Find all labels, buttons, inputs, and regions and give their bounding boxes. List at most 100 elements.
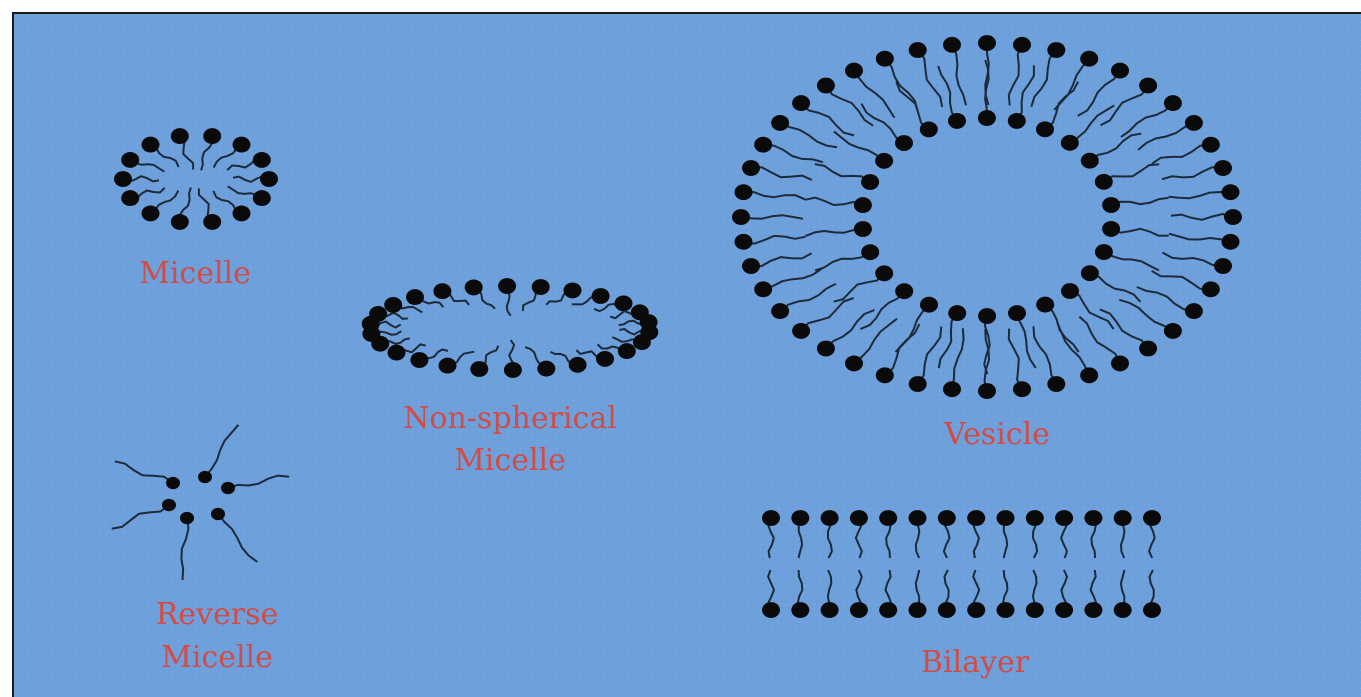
hydrophilic-head [171,128,189,144]
hydrophilic-head [410,352,428,368]
hydrophilic-head [861,174,879,190]
hydrophilic-head [967,510,985,526]
hydrophilic-head [1202,281,1220,297]
hydrophilic-head [640,314,658,330]
hydrophilic-head [1061,283,1079,299]
hydrophilic-head [875,153,893,169]
hydrophilic-head [909,602,927,618]
hydrophilic-head [221,482,235,494]
hydrophilic-head [615,295,633,311]
hydrophilic-head [1222,234,1240,250]
hydrophilic-head [1008,113,1026,129]
hydrophilic-head [762,602,780,618]
hydrophilic-head [742,258,760,274]
hydrophilic-head [369,306,387,322]
hydrophilic-head [1111,63,1129,79]
hydrophilic-head [1084,602,1102,618]
hydrophilic-head [618,343,636,359]
hydrophilic-head [384,297,402,313]
hydrophilic-head [850,602,868,618]
hydrophilic-head [978,383,996,399]
hydrophilic-head [1111,355,1129,371]
hydrophilic-head [895,135,913,151]
hydrophilic-head [203,128,221,144]
hydrophilic-head [978,110,996,126]
hydrophilic-head [211,508,225,520]
hydrophilic-head [821,602,839,618]
hydrophilic-head [1013,37,1031,53]
hydrophilic-head [920,121,938,137]
micelle-label: Micelle [139,256,251,291]
hydrophilic-head [1214,160,1232,176]
non-spherical-micelle-label-line1: Non-spherical [403,401,617,436]
hydrophilic-head [1055,510,1073,526]
hydrophilic-head [1214,258,1232,274]
hydrophilic-head [569,357,587,373]
hydrophilic-head [909,42,927,58]
hydrophilic-head [260,171,278,187]
hydrophilic-head [1084,510,1102,526]
hydrophilic-head [735,234,753,250]
hydrophilic-head [121,190,139,206]
bilayer-label: Bilayer [921,645,1030,680]
non-spherical-micelle-label-line2: Micelle [454,443,566,478]
hydrophilic-head [1139,341,1157,357]
hydrophilic-head [537,361,555,377]
hydrophilic-head [180,512,194,524]
hydrophilic-head [1164,323,1182,339]
hydrophilic-head [876,51,894,67]
hydrophilic-head [732,209,750,225]
hydrophilic-head [1102,221,1120,237]
background-texture [14,14,1361,697]
hydrophilic-head [909,510,927,526]
hydrophilic-head [909,376,927,392]
hydrophilic-head [948,305,966,321]
hydrophilic-head [742,160,760,176]
hydrophilic-head [861,244,879,260]
hydrophilic-head [1008,305,1026,321]
hydrophilic-head [1081,153,1099,169]
hydrophilic-head [233,137,251,153]
hydrophilic-head [879,602,897,618]
hydrophilic-head [978,35,996,51]
hydrophilic-head [1026,602,1044,618]
hydrophilic-head [504,362,522,378]
hydrophilic-head [406,289,424,305]
hydrophilic-head [1095,244,1113,260]
hydrophilic-head [633,334,651,350]
hydrophilic-head [1080,51,1098,67]
hydrophilic-head [938,510,956,526]
hydrophilic-head [1185,303,1203,319]
hydrophilic-head [1102,197,1120,213]
vesicle-label: Vesicle [943,417,1050,452]
hydrophilic-head [532,279,550,295]
hydrophilic-head [1047,42,1065,58]
hydrophilic-head [596,351,614,367]
hydrophilic-head [943,381,961,397]
hydrophilic-head [879,510,897,526]
hydrophilic-head [433,283,451,299]
hydrophilic-head [771,115,789,131]
hydrophilic-head [253,190,271,206]
hydrophilic-head [1055,602,1073,618]
hydrophilic-head [817,341,835,357]
hydrophilic-head [1080,367,1098,383]
hydrophilic-head [817,78,835,94]
hydrophilic-head [142,205,160,221]
hydrophilic-head [854,197,872,213]
hydrophilic-head [1026,510,1044,526]
hydrophilic-head [592,288,610,304]
hydrophilic-head [967,602,985,618]
hydrophilic-head [1061,135,1079,151]
hydrophilic-head [735,184,753,200]
hydrophilic-head [997,510,1015,526]
hydrophilic-head [166,477,180,489]
reverse-micelle-label-line2: Micelle [161,640,273,675]
reverse-micelle-label-line1: Reverse [156,597,279,632]
hydrophilic-head [142,137,160,153]
hydrophilic-head [1164,95,1182,111]
hydrophilic-head [1114,602,1132,618]
hydrophilic-head [948,113,966,129]
hydrophilic-head [470,361,488,377]
